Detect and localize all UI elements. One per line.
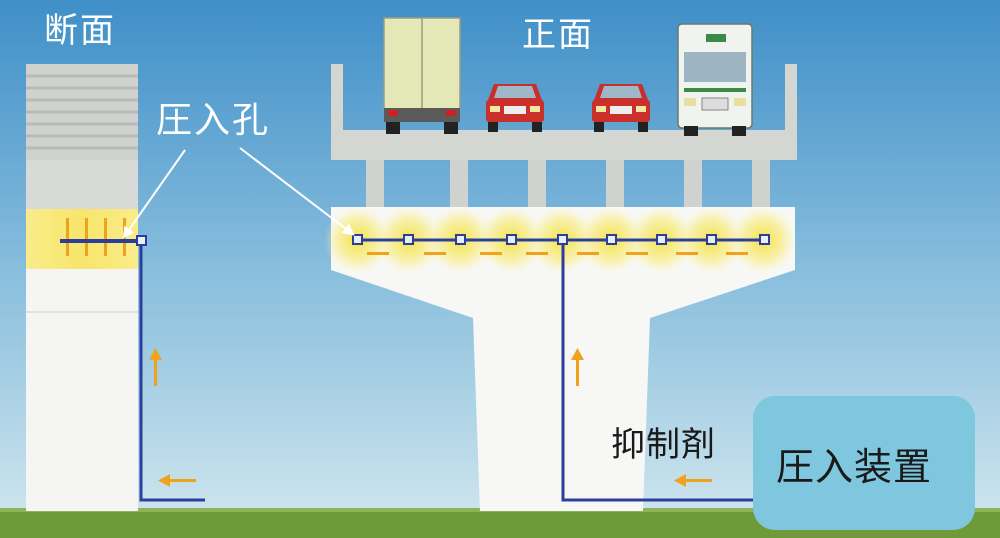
pointer-line-front [239, 147, 355, 236]
left-arrow-icon [674, 474, 712, 487]
front-view [324, 64, 797, 511]
bus-icon [677, 23, 753, 136]
suppressant-label: 抑制剤 [611, 425, 716, 465]
section-view-label: 断面 [44, 11, 116, 51]
truck-icon [383, 17, 461, 134]
up-arrow-icon [149, 348, 162, 386]
car-icon [486, 84, 544, 132]
injection-device-box [753, 396, 975, 530]
left-arrow-icon [158, 474, 196, 487]
cross-section-view [26, 64, 205, 511]
pointer-line-section [122, 149, 186, 239]
car-icon [592, 84, 650, 132]
up-arrow-icon [571, 348, 584, 386]
front-view-label: 正面 [522, 15, 594, 55]
injection-hole-label: 圧入孔 [156, 100, 271, 141]
injection-device-label: 圧入装置 [776, 445, 933, 489]
